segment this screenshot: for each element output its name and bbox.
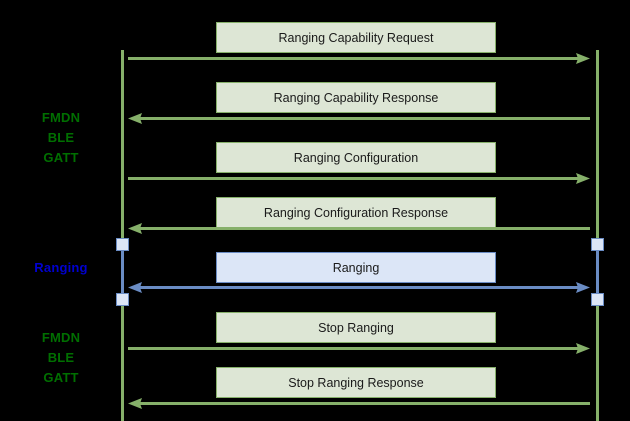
- message-arrow-left: [128, 398, 590, 409]
- message-arrow-left: [128, 223, 590, 234]
- message-box: Stop Ranging: [216, 312, 496, 343]
- message-arrow-bidirectional: [128, 282, 590, 293]
- message-box: Ranging Configuration: [216, 142, 496, 173]
- message-arrow-right: [128, 173, 590, 184]
- message-arrow-right: [128, 343, 590, 354]
- message-box: Ranging Capability Request: [216, 22, 496, 53]
- phase-label-fmdn-bottom: FMDN BLE GATT: [18, 328, 104, 388]
- message-box: Stop Ranging Response: [216, 367, 496, 398]
- phase-label-line-2: BLE: [47, 350, 75, 365]
- message-box: Ranging: [216, 252, 496, 283]
- phase-label-line-1: Ranging: [34, 260, 88, 275]
- activation-bar-right: [596, 244, 599, 300]
- activation-box-left-start: [116, 238, 129, 251]
- message-box: Ranging Configuration Response: [216, 197, 496, 228]
- message-arrow-right: [128, 53, 590, 64]
- activation-box-left-end: [116, 293, 129, 306]
- phase-label-line-1: FMDN: [41, 110, 81, 125]
- phase-label-ranging: Ranging: [18, 258, 104, 278]
- message-box: Ranging Capability Response: [216, 82, 496, 113]
- phase-label-line-2: BLE: [47, 130, 75, 145]
- phase-label-fmdn-top: FMDN BLE GATT: [18, 108, 104, 168]
- lifeline-right: [596, 50, 599, 421]
- phase-label-line-3: GATT: [43, 370, 79, 385]
- phase-label-line-1: FMDN: [41, 330, 81, 345]
- activation-box-right-start: [591, 238, 604, 251]
- message-arrow-left: [128, 113, 590, 124]
- activation-bar-left: [121, 244, 124, 300]
- phase-label-line-3: GATT: [43, 150, 79, 165]
- lifeline-left: [121, 50, 124, 421]
- activation-box-right-end: [591, 293, 604, 306]
